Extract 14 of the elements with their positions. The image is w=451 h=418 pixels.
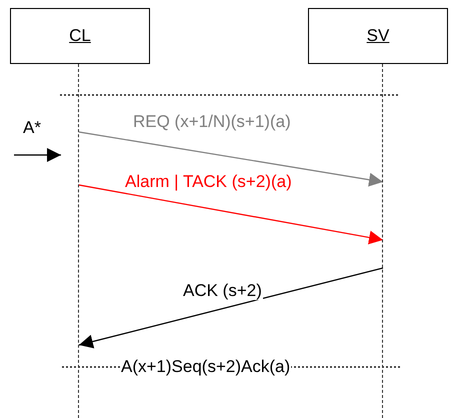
message-arrow (78, 131, 384, 187)
lifeline (382, 64, 384, 418)
lifeline (78, 64, 80, 418)
message-label: Alarm | TACK (s+2)(a) (124, 172, 293, 191)
message-label: ACK (s+2) (182, 281, 263, 300)
state-label: A(x+1)Seq(s+2)Ack(a) (120, 357, 292, 376)
participant-name: SV (366, 26, 390, 46)
message-arrow (78, 267, 384, 348)
participant-name: CL (69, 26, 91, 46)
participant-box (308, 8, 448, 64)
message-arrow (14, 148, 61, 162)
participant-box (10, 8, 150, 64)
message-arrow (78, 184, 384, 244)
message-label: REQ (x+1/N)(s+1)(a) (132, 112, 292, 131)
